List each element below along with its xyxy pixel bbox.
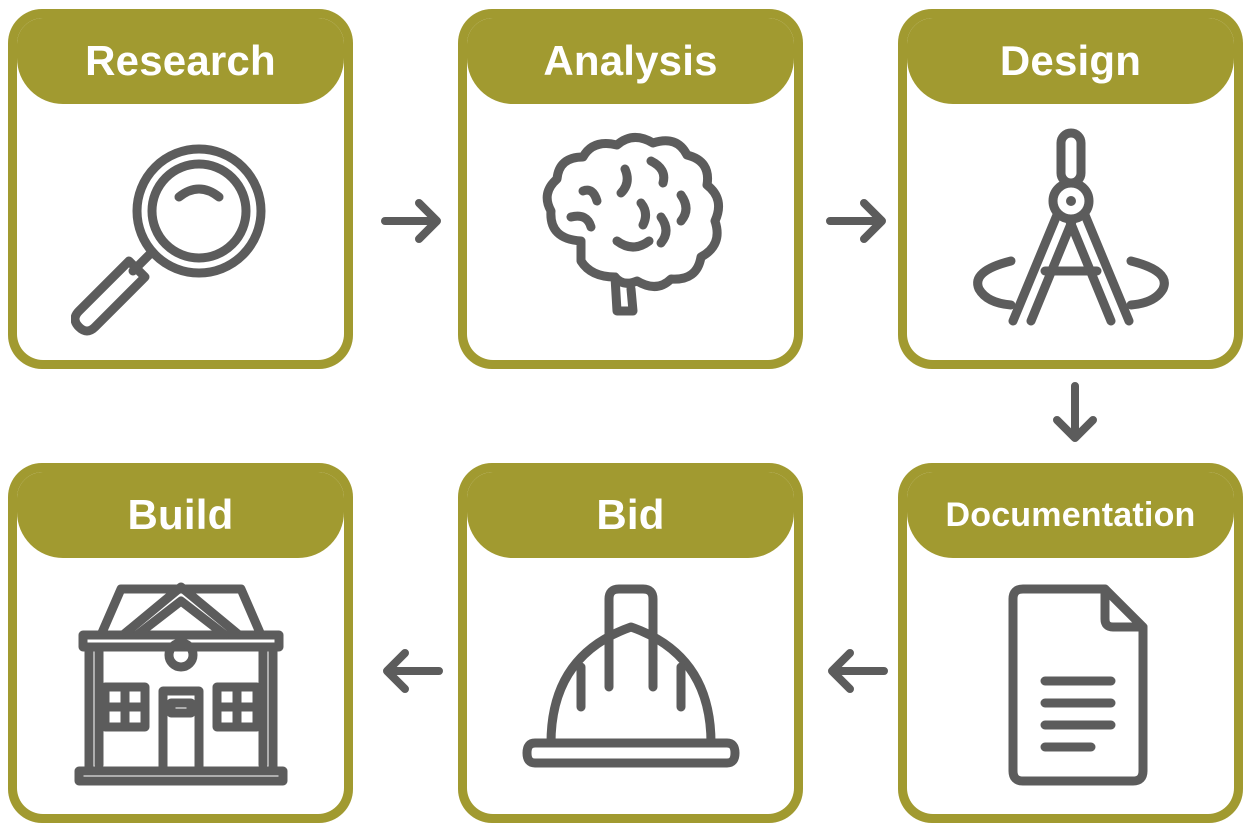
house-icon [74,582,287,786]
arrow-left-icon [377,636,447,706]
step-card-bid: Bid [458,463,803,823]
step-title: Bid [596,491,665,538]
magnifying-glass-icon [70,144,265,336]
arrow-left-icon [822,636,892,706]
step-header: Bid [467,472,794,558]
arrow-right-icon [822,186,892,256]
step-title: Design [999,37,1142,84]
brain-icon [542,133,723,316]
step-header: Research [17,18,344,104]
step-header: Design [907,18,1234,104]
step-card-design: Design [898,9,1243,369]
step-title: Analysis [543,37,718,84]
step-card-research: Research [8,9,353,369]
step-title: Research [85,37,276,84]
compass-icon [972,128,1169,326]
step-header: Analysis [467,18,794,104]
step-card-documentation: Documentation [898,463,1243,823]
arrow-right-icon [377,186,447,256]
step-title: Build [127,491,234,538]
step-title: Documentation [945,495,1196,534]
step-header: Build [17,472,344,558]
hard-hat-icon [522,584,739,768]
document-icon [1008,584,1147,786]
step-card-analysis: Analysis [458,9,803,369]
arrow-down-icon [1040,380,1110,450]
step-header: Documentation [907,472,1234,558]
step-card-build: Build [8,463,353,823]
